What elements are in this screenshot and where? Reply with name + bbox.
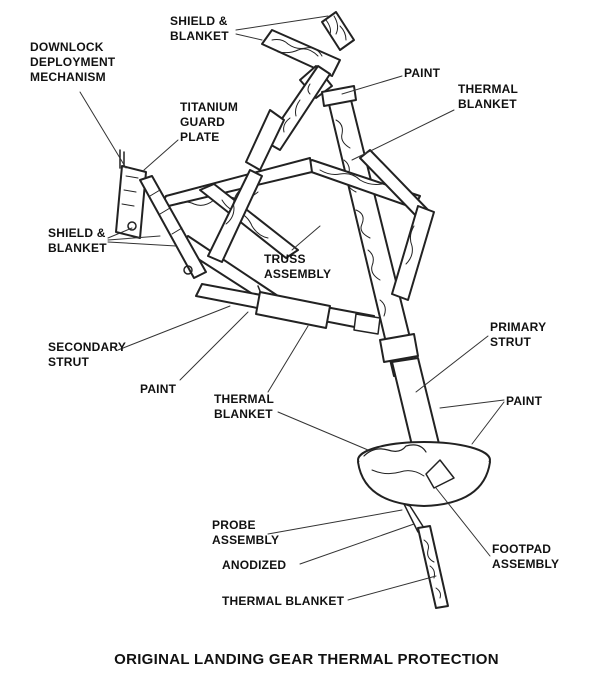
label-paint-right: PAINT (506, 394, 543, 408)
probe-drawing (403, 503, 449, 609)
label-paint-mid: PAINT (140, 382, 177, 396)
label-shield-blanket-left: SHIELD &BLANKET (48, 226, 107, 255)
upper-truss-rod (245, 65, 331, 171)
figure-caption: ORIGINAL LANDING GEAR THERMAL PROTECTION (114, 651, 499, 668)
primary-strut-drawing (321, 85, 443, 463)
secondary-strut-drawing (195, 283, 381, 335)
downlock-mechanism-drawing (115, 149, 207, 279)
label-shield-blanket-top: SHIELD &BLANKET (170, 14, 229, 43)
leader-lines (79, 15, 505, 601)
label-anodized: ANODIZED (222, 558, 287, 572)
label-thermal-blanket-bottom: THERMAL BLANKET (222, 594, 345, 608)
truss-assembly-drawing (159, 157, 313, 305)
label-paint-top: PAINT (404, 66, 441, 80)
footpad-drawing (357, 441, 491, 507)
